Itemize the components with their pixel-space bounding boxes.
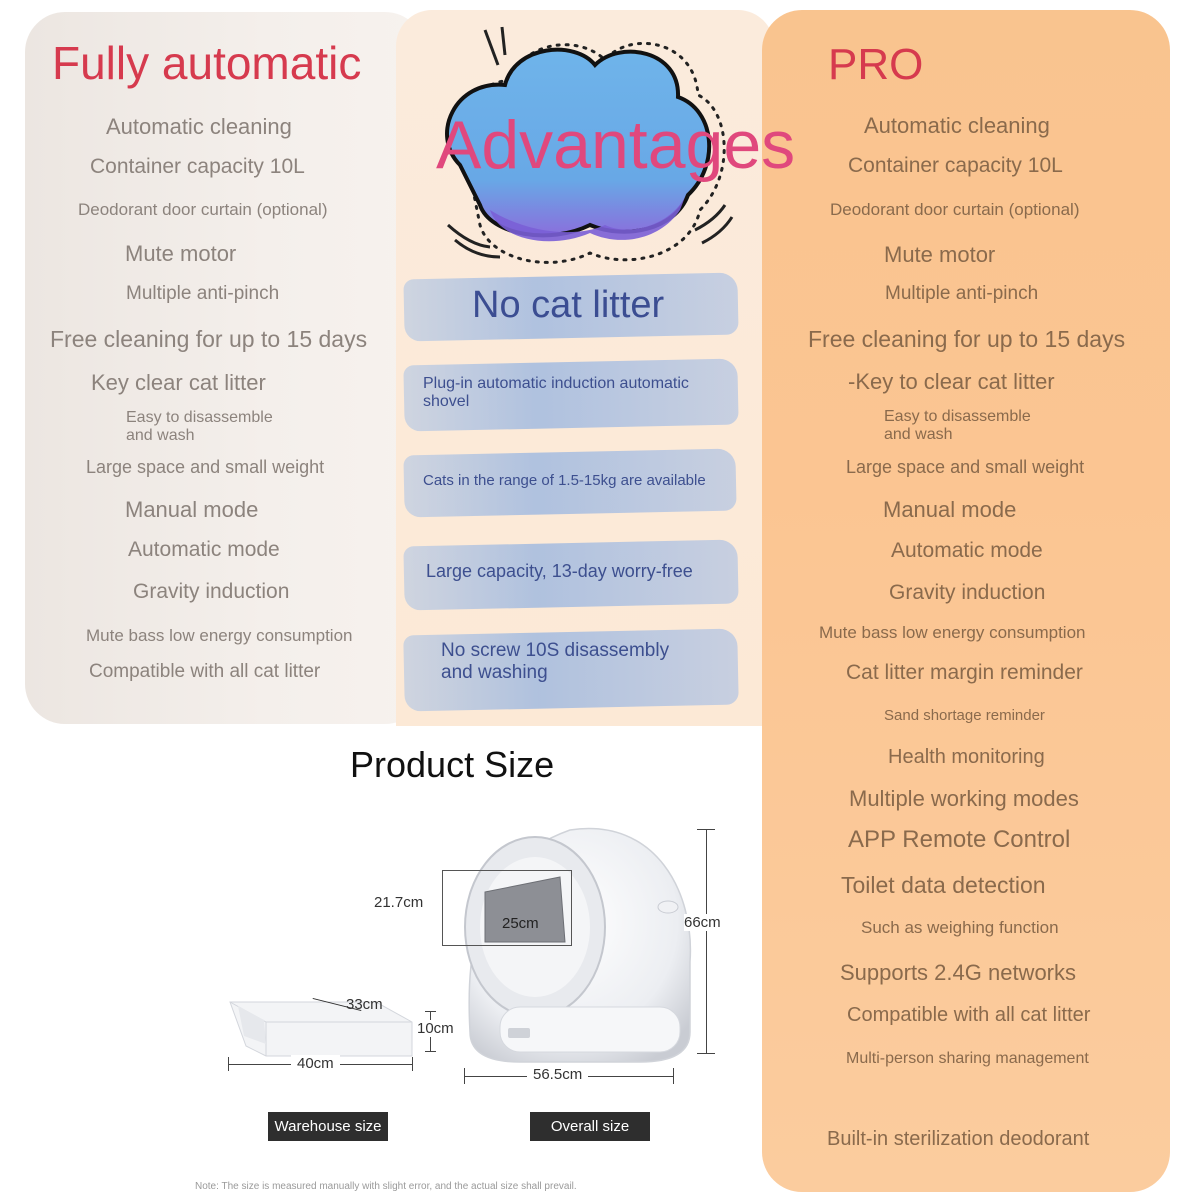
left-item: Deodorant door curtain (optional) (78, 200, 328, 219)
drawer-depth-label: 33cm (346, 996, 383, 1013)
left-item: Key clear cat litter (91, 370, 266, 395)
pro-item: Such as weighing function (861, 918, 1059, 937)
pro-item: Cat litter margin reminder (846, 661, 1083, 684)
pro-item: Gravity induction (889, 581, 1046, 604)
fully-automatic-title: Fully automatic (52, 37, 362, 89)
pro-item: and wash (884, 426, 953, 443)
feature-text: No screw 10S disassembly (441, 640, 670, 661)
pro-item: Easy to disassemble (884, 408, 1031, 425)
drawer-height-tick (425, 1011, 436, 1012)
door-width-label: 25cm (502, 915, 539, 932)
height-label: 66cm (684, 914, 721, 931)
left-item: Manual mode (125, 497, 259, 522)
pro-item: Mute bass low energy consumption (819, 623, 1086, 642)
left-item: Container capacity 10L (90, 155, 305, 178)
feature-text: and washing (441, 662, 548, 683)
left-item: Multiple anti-pinch (126, 283, 280, 304)
left-item: Free cleaning for up to 15 days (50, 326, 368, 352)
height-tick-bottom (697, 1053, 715, 1054)
left-item: Easy to disassemble (126, 409, 273, 426)
pro-item: Automatic cleaning (864, 113, 1050, 138)
feature-text: shovel (423, 393, 470, 410)
drawer-length-tick (228, 1057, 229, 1071)
pro-item: Multiple working modes (849, 786, 1079, 811)
pro-item: Container capacity 10L (848, 154, 1063, 177)
pro-item: Supports 2.4G networks (840, 960, 1077, 985)
left-item: Mute bass low energy consumption (86, 626, 353, 645)
cloud-illustration (430, 25, 740, 275)
drawer-length-label: 40cm (291, 1055, 340, 1072)
pro-panel (762, 10, 1170, 1192)
door-height-label: 21.7cm (374, 894, 424, 911)
pro-item: Mute motor (884, 242, 996, 267)
advantages-title: Advantages (436, 107, 796, 183)
overall-size-label: Overall size (530, 1112, 650, 1141)
drawer-height-label: 10cm (417, 1020, 454, 1037)
drawer-length-tick (412, 1057, 413, 1071)
pro-item: Built-in sterilization deodorant (827, 1128, 1090, 1150)
pro-title: PRO (828, 40, 924, 89)
drawer-height-tick (425, 1051, 436, 1052)
left-item: Compatible with all cat litter (89, 661, 321, 682)
door-dimension-box (442, 870, 572, 946)
pro-item: Large space and small weight (846, 457, 1085, 477)
feature-text: Large capacity, 13-day worry-free (426, 561, 693, 581)
pro-item: Manual mode (883, 497, 1017, 522)
pro-item: Multiple anti-pinch (885, 283, 1039, 304)
warehouse-size-label: Warehouse size (268, 1112, 388, 1141)
left-item: Mute motor (125, 241, 237, 266)
pro-item: Sand shortage reminder (884, 707, 1045, 724)
pro-item: APP Remote Control (848, 826, 1071, 853)
litter-box-product-image (440, 822, 740, 1082)
left-item: Automatic cleaning (106, 114, 292, 139)
feature-text: Cats in the range of 1.5-15kg are availa… (423, 472, 706, 489)
fully-automatic-panel (25, 12, 425, 724)
pro-item: Toilet data detection (841, 872, 1046, 898)
pro-item: Deodorant door curtain (optional) (830, 200, 1080, 219)
product-size-title: Product Size (350, 744, 555, 785)
width-tick-right (673, 1068, 674, 1084)
pro-item: Free cleaning for up to 15 days (808, 326, 1126, 352)
pro-item: Multi-person sharing management (846, 1050, 1089, 1067)
size-note: Note: The size is measured manually with… (195, 1181, 577, 1192)
height-tick-top (697, 829, 715, 830)
left-item: Large space and small weight (86, 457, 325, 477)
waste-drawer-image (226, 996, 416, 1058)
pro-item: Automatic mode (891, 539, 1043, 562)
no-cat-litter-headline: No cat litter (472, 284, 665, 326)
height-dimension-line (706, 830, 707, 1054)
left-item: Automatic mode (128, 538, 280, 561)
pro-item: Health monitoring (888, 746, 1045, 768)
pro-item: -Key to clear cat litter (848, 369, 1055, 394)
pro-item: Compatible with all cat litter (847, 1004, 1091, 1026)
left-item: Gravity induction (133, 580, 290, 603)
width-label: 56.5cm (527, 1066, 589, 1083)
left-item: and wash (126, 427, 195, 444)
width-tick-left (464, 1068, 465, 1084)
feature-text: Plug-in automatic induction automatic (423, 375, 689, 392)
